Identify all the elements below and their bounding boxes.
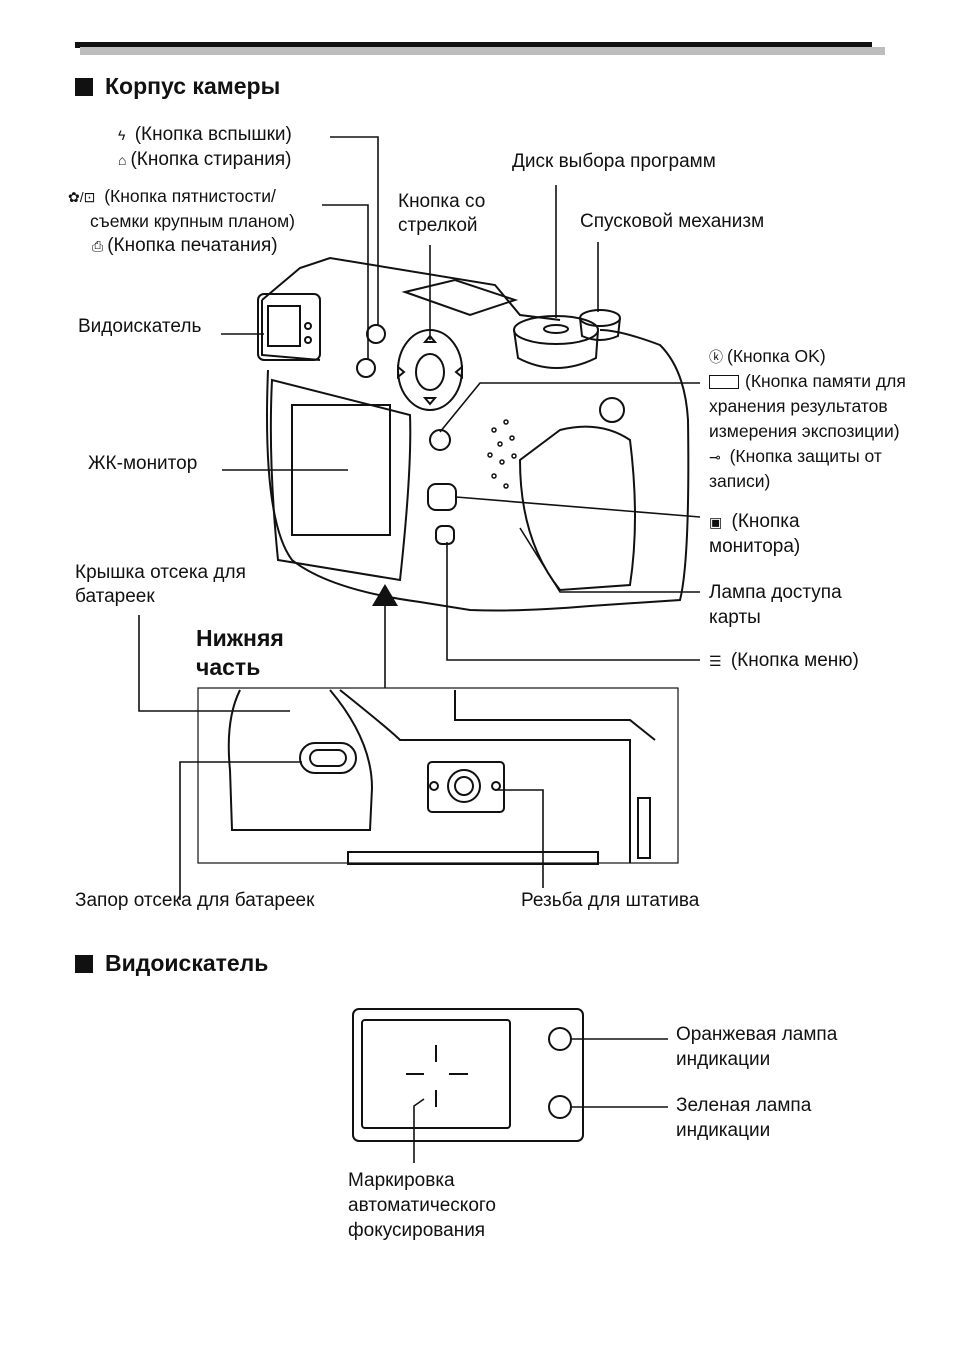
printer-icon: ⎙ — [92, 238, 104, 254]
menu-label: ☰ (Кнопка меню) — [709, 648, 859, 674]
card-lamp-label-2: карты — [709, 607, 761, 628]
tripod-label: Резьба для штатива — [521, 890, 700, 911]
viewfinder-label: Видоискатель — [78, 316, 202, 337]
card-lamp-label: Лампа доступа — [709, 582, 842, 603]
bottom-view-title: Нижняя — [196, 625, 284, 651]
ok-label: ⓚ(Кнопка OK) — [709, 344, 826, 369]
bottom-arrow-icon — [372, 584, 398, 606]
memory-label-3: измерения экспозиции) — [709, 421, 900, 441]
spot-label: ✿/⊡ (Кнопка пятнистости/ — [68, 184, 276, 209]
orange-lamp-label: Оранжевая лампа — [676, 1024, 838, 1045]
macro-flower-icon: ✿/⊡ — [68, 189, 96, 205]
af-mark-label-3: фокусирования — [348, 1220, 486, 1241]
memory-label-2: хранения результатов — [709, 396, 888, 416]
menu-icon: ☰ — [709, 653, 722, 669]
section-title: Корпус камеры — [105, 73, 281, 99]
af-mark-label-2: автоматического — [348, 1195, 496, 1216]
section-viewfinder: Видоискатель — [75, 950, 268, 977]
section-camera-body: Корпус камеры — [75, 73, 280, 100]
af-mark-label: Маркировка — [348, 1170, 455, 1191]
trash-icon: ⌂ — [118, 152, 127, 168]
monitor-label: ▣ (Кнопка — [709, 509, 800, 535]
ok-circle-icon: ⓚ — [709, 349, 723, 365]
monitor-label-2: монитора) — [709, 536, 801, 557]
battery-lock-label: Запор отсека для батареек — [75, 890, 315, 911]
bottom-view-title-2: часть — [196, 654, 261, 680]
mode-dial-label: Диск выбора программ — [512, 151, 716, 172]
protect-label: ⊸ (Кнопка защиты от — [709, 444, 882, 469]
top-rule — [75, 42, 872, 48]
battery-cover-label: Крышка отсека для — [75, 562, 246, 583]
blank-box-icon — [709, 375, 739, 390]
arrow-pad-label: Кнопка со — [398, 191, 486, 212]
flash-label: ϟ (Кнопка вспышки) — [118, 122, 292, 148]
battery-cover-label-2: батареек — [75, 586, 155, 607]
erase-label: ⌂(Кнопка стирания) — [118, 147, 291, 173]
section-title: Видоискатель — [105, 950, 269, 976]
top-rule-shadow — [80, 47, 885, 55]
key-icon: ⊸ — [709, 449, 721, 465]
print-label: ⎙(Кнопка печатания) — [92, 233, 278, 259]
orange-lamp-label-2: индикации — [676, 1049, 771, 1070]
protect-label-2: записи) — [709, 471, 771, 491]
spot-label-2: съемки крупным планом) — [90, 211, 295, 231]
green-lamp-label: Зеленая лампа — [676, 1095, 812, 1116]
green-lamp-label-2: индикации — [676, 1120, 771, 1141]
lightning-icon: ϟ — [118, 127, 126, 143]
monitor-icon: ▣ — [709, 514, 723, 530]
arrow-pad-label-2: стрелкой — [398, 215, 478, 236]
memory-label: (Кнопка памяти для — [709, 369, 906, 393]
lcd-label: ЖК-монитор — [88, 453, 198, 474]
shutter-label: Спусковой механизм — [580, 211, 765, 232]
